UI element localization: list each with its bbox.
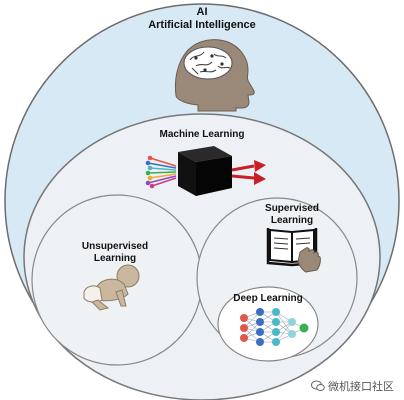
deep-learning-label: Deep Learning — [233, 293, 303, 304]
ml-label: Machine Learning — [159, 129, 245, 140]
watermark-text: 微机接口社区 — [328, 380, 394, 393]
ai-label: AI Artificial Intelligence — [142, 6, 262, 31]
unsupervised-label: Unsupervised Learning — [60, 241, 170, 264]
book-hand-icon — [266, 228, 321, 273]
wechat-icon — [311, 380, 325, 391]
watermark: 微机接口社区 — [311, 378, 394, 394]
deep-learning-circle — [217, 286, 319, 362]
ai-title: AI — [196, 6, 208, 18]
supervised-label: Supervised Learning — [242, 203, 342, 226]
crawling-baby-icon — [83, 264, 140, 311]
neural-network-icon — [240, 308, 309, 346]
ai-subtitle: Artificial Intelligence — [148, 18, 256, 31]
unsupervised-line2: Learning — [93, 252, 137, 264]
supervised-line2: Learning — [270, 214, 314, 226]
supervised-line1: Supervised — [265, 203, 319, 214]
black-box-icon — [145, 146, 266, 196]
unsupervised-line1: Unsupervised — [81, 241, 149, 252]
head-brain-icon — [174, 39, 255, 112]
